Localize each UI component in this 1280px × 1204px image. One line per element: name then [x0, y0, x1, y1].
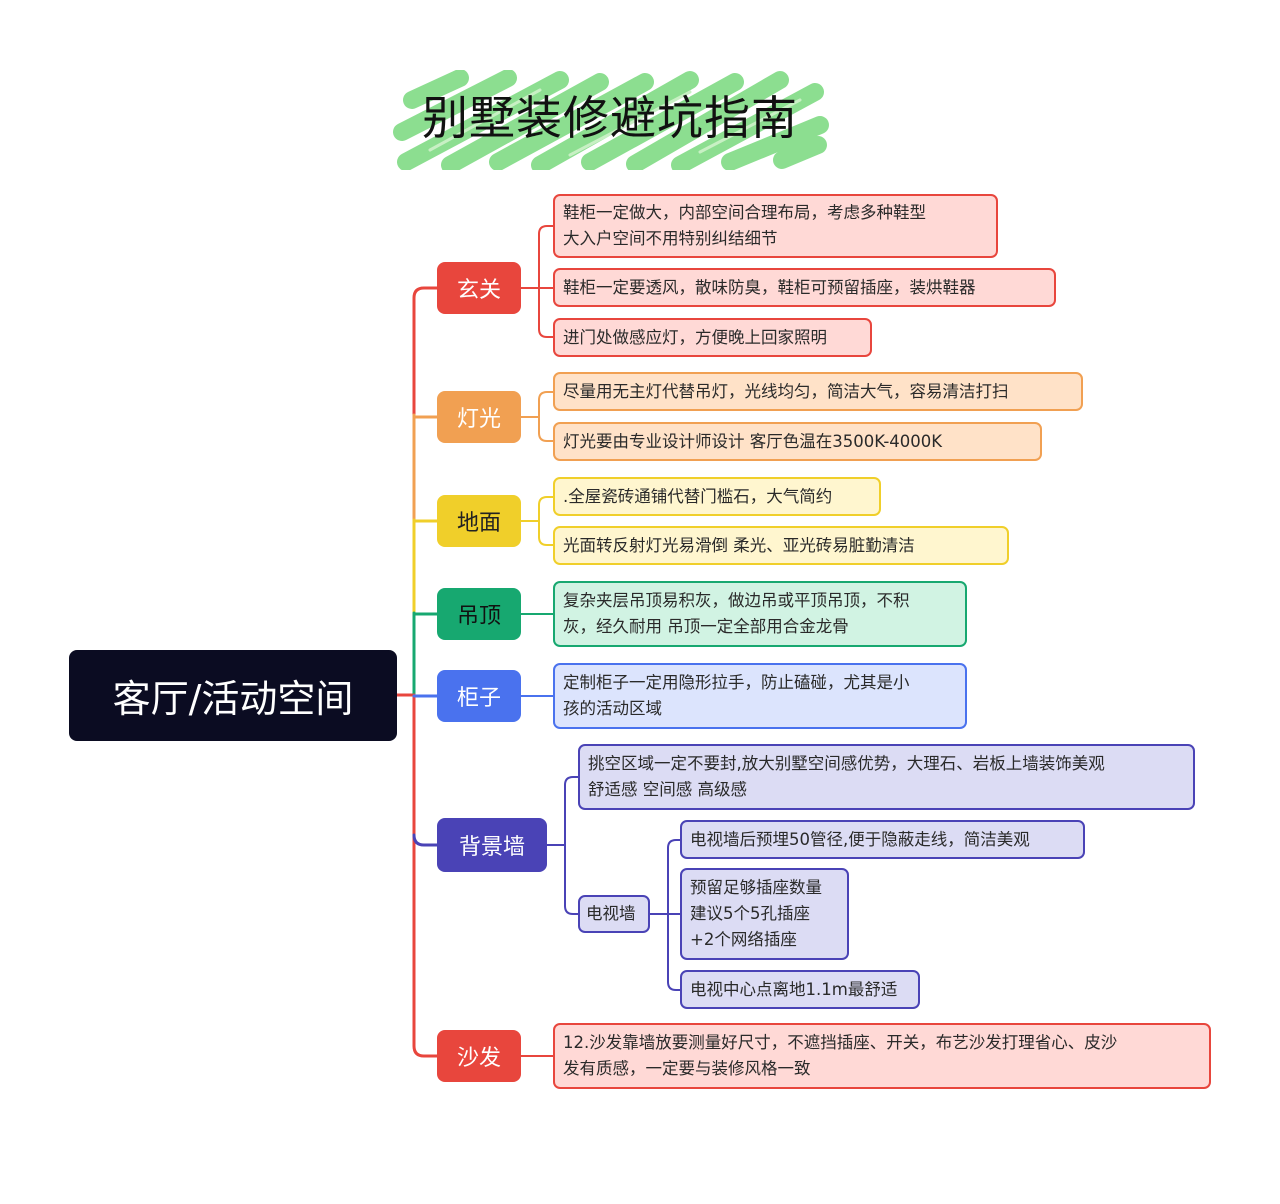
- branch-cabinet: 柜子: [437, 670, 521, 722]
- branch-ceiling: 吊顶: [437, 588, 521, 640]
- root-node: 客厅/活动空间: [69, 650, 397, 741]
- entrance-bracket-leaf-1: [538, 225, 554, 235]
- branch-label: 吊顶: [456, 604, 501, 629]
- tv-wall-bracket-leaf-1: [667, 839, 681, 849]
- entrance-item-1: 鞋柜一定做大，内部空间合理布局，考虑多种鞋型 大入户空间不用特别纠结细节: [553, 194, 998, 258]
- trunk-entrance: [412, 286, 439, 417]
- entrance-bracket-leaf-3: [538, 328, 554, 338]
- title-block: 别墅装修避坑指南: [390, 70, 830, 170]
- feature-wall-item-1: 挑空区域一定不要封,放大别墅空间感优势，大理石、岩板上墙装饰美观 舒适感 空间感…: [578, 744, 1195, 810]
- floor-item-2: 光面转反射灯光易滑倒 柔光、亚光砖易脏勤清洁: [553, 526, 1009, 565]
- branch-label: 背景墙: [458, 835, 525, 860]
- cabinet-item-1: 定制柜子一定用隐形拉手，防止磕碰，尤其是小 孩的活动区域: [553, 663, 967, 729]
- lighting-bracket-leaf-2: [538, 432, 554, 442]
- sofa-item-1: 12.沙发靠墙放要测量好尺寸，不遮挡插座、开关，布艺沙发打理省心、皮沙 发有质感…: [553, 1023, 1211, 1089]
- lighting-bracket-leaf-1: [538, 391, 554, 401]
- branch-feature-wall: 背景墙: [437, 818, 547, 872]
- title-highlight-scribble: [393, 70, 829, 170]
- floor-bracket-leaf-2: [538, 536, 554, 546]
- feature-wall-bracket-leaf-1: [564, 776, 579, 786]
- link-feature-wall: [412, 833, 439, 847]
- tv-wall-bracket-leaf-3: [667, 981, 681, 991]
- branch-label: 玄关: [456, 278, 501, 303]
- branch-label: 地面: [456, 511, 501, 536]
- trunk-sofa: [412, 693, 439, 1058]
- tv-wall-item-1: 电视墙后预埋50管径,便于隐蔽走线，简洁美观: [680, 820, 1085, 859]
- entrance-item-2: 鞋柜一定要透风，散味防臭，鞋柜可预留插座，装烘鞋器: [553, 268, 1056, 307]
- tv-wall-item-2: 预留足够插座数量 建议5个5孔插座 +2个网络插座: [680, 868, 849, 960]
- lighting-item-2: 灯光要由专业设计师设计 客厅色温在3500K-4000K: [553, 422, 1042, 461]
- branch-entrance: 玄关: [437, 262, 521, 314]
- entrance-item-3: 进门处做感应灯，方便晚上回家照明: [553, 318, 872, 357]
- floor-bracket-leaf-1: [538, 496, 554, 506]
- branch-lighting: 灯光: [437, 391, 521, 443]
- tv-wall-node: 电视墙: [578, 895, 650, 933]
- branch-label: 灯光: [456, 407, 501, 432]
- branch-sofa: 沙发: [437, 1030, 521, 1082]
- floor-item-1: .全屋瓷砖通铺代替门槛石，大气简约: [553, 477, 881, 516]
- lighting-item-1: 尽量用无主灯代替吊灯，光线均匀，简洁大气，容易清洁打扫: [553, 372, 1083, 411]
- page-title: 别墅装修避坑指南: [422, 91, 798, 145]
- ceiling-item-1: 复杂夹层吊顶易积灰，做边吊或平顶吊顶，不积 灰，经久耐用 吊顶一定全部用合金龙骨: [553, 581, 967, 647]
- branch-floor: 地面: [437, 495, 521, 547]
- tv-wall-item-3: 电视中心点离地1.1m最舒适: [680, 970, 920, 1009]
- branch-label: 沙发: [456, 1046, 501, 1071]
- feature-wall-bracket-leaf-2: [564, 905, 579, 915]
- branch-label: 柜子: [456, 686, 501, 711]
